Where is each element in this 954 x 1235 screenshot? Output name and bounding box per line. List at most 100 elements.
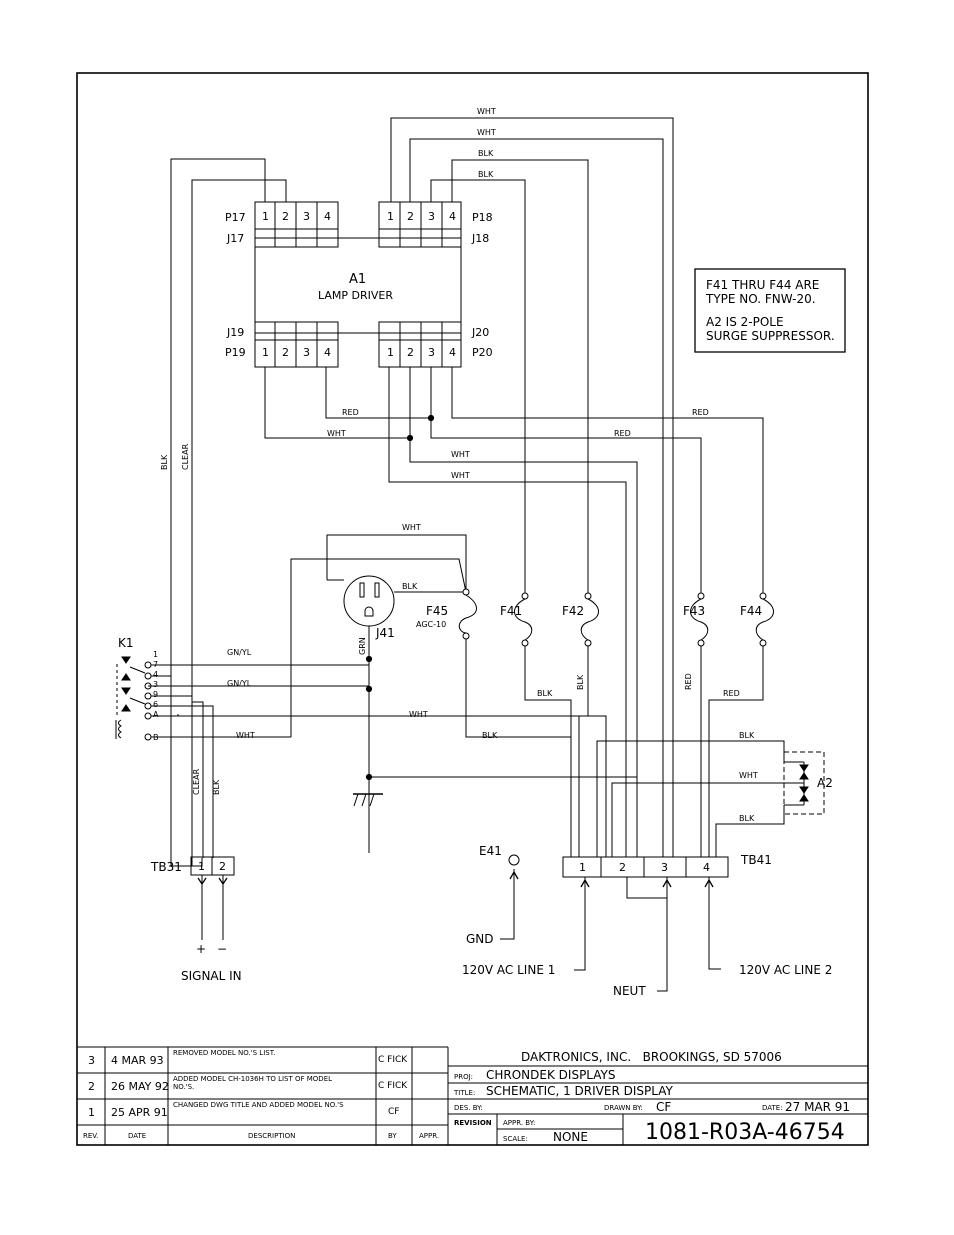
label-f41: F41 <box>500 604 522 618</box>
terminal-numbers: 1 2 1 2 3 4 <box>198 860 710 874</box>
label-p17: P17 <box>225 211 246 224</box>
wire-label: GRN <box>358 637 367 655</box>
surge-suppressor-a2 <box>596 740 825 857</box>
wire-label: WHT <box>327 429 346 438</box>
wire-label: BLK <box>739 731 755 740</box>
ground-terminal-e41 <box>500 854 520 940</box>
wire-label: WHT <box>409 710 428 719</box>
rev-number: 3 <box>88 1054 95 1067</box>
rev-header: APPR. <box>419 1132 439 1140</box>
wire-label: BLK <box>402 582 418 591</box>
label-k1: K1 <box>118 636 134 650</box>
rev-by: C FICK <box>378 1081 408 1091</box>
note-box <box>694 268 846 353</box>
wire-label: WHT <box>451 471 470 480</box>
terminal-block-tb41 <box>562 856 729 992</box>
p19-pin: 3 <box>303 346 310 359</box>
revision-label: REVISION <box>454 1119 492 1127</box>
lamp-driver-a1 <box>254 201 462 368</box>
note-line-1: F41 THRU F44 ARE <box>706 278 819 292</box>
terminal-block-tb31 <box>190 856 235 940</box>
relay-k1 <box>115 656 607 858</box>
rev-description: NO.'S. <box>173 1083 194 1091</box>
wire-label: BLK <box>478 170 494 179</box>
p17-pin: 1 <box>262 210 269 223</box>
rev-date: 4 MAR 93 <box>111 1054 164 1067</box>
wire-label: BLK <box>482 731 498 740</box>
p19-pin: 4 <box>324 346 331 359</box>
wire-label: GN/YL <box>227 679 252 688</box>
drawing-title: SCHEMATIC, 1 DRIVER DISPLAY <box>486 1084 673 1098</box>
drawing-border <box>76 72 869 1146</box>
tb41-pin: 4 <box>703 861 710 874</box>
p20-pin: 4 <box>449 346 456 359</box>
wire-label: WHT <box>451 450 470 459</box>
wire-label: GN/YL <box>227 648 252 657</box>
title-block <box>448 1065 868 1145</box>
revision-table <box>77 1046 449 1145</box>
wire-label: RED <box>684 673 693 690</box>
fuse-f41 <box>514 592 572 857</box>
revision-rows: 3 4 MAR 93 REMOVED MODEL NO.'S LIST. C F… <box>83 1049 439 1140</box>
p19-pin: 2 <box>282 346 289 359</box>
title-label: TITLE: <box>453 1089 475 1097</box>
k1-terminal: B <box>153 733 159 742</box>
line2-label: 120V AC LINE 2 <box>739 963 832 977</box>
rev-header: REV. <box>83 1132 98 1140</box>
wire-label: RED <box>342 408 359 417</box>
gnd-label: GND <box>466 932 494 946</box>
rev-by: C FICK <box>378 1055 408 1065</box>
tb41-pin: 1 <box>579 861 586 874</box>
wire-label: WHT <box>477 128 496 137</box>
ground-symbol <box>353 655 637 807</box>
label-f45: F45 <box>426 604 448 618</box>
note-line-2: TYPE NO. FNW-20. <box>705 292 816 306</box>
k1-terminal-labels: 1 7 4 3 9 6 A B <box>153 650 159 742</box>
p18-pin: 3 <box>428 210 435 223</box>
k1-terminal: 7 <box>153 660 158 669</box>
rev-description: ADDED MODEL CH-1036H TO LIST OF MODEL <box>173 1075 332 1083</box>
label-a2: A2 <box>817 776 833 790</box>
wire-label: BLK <box>537 689 553 698</box>
wire-label: RED <box>723 689 740 698</box>
label-p20: P20 <box>472 346 493 359</box>
wire-wht-j41 <box>326 534 467 592</box>
wire-label: WHT <box>402 523 421 532</box>
p20-pin: 1 <box>387 346 394 359</box>
p18-pin: 2 <box>407 210 414 223</box>
rev-number: 2 <box>88 1080 95 1093</box>
drawing-number: 1081-R03A-46754 <box>645 1120 845 1145</box>
rev-header: DATE <box>128 1132 146 1140</box>
wire-label: BLK <box>478 149 494 158</box>
label-f42: F42 <box>562 604 584 618</box>
rev-description: REMOVED MODEL NO.'S LIST. <box>173 1049 275 1057</box>
wire-label: BLK <box>576 674 585 690</box>
label-j19: J19 <box>226 326 244 339</box>
wire-label: CLEAR <box>181 443 190 470</box>
p18-pin: 1 <box>387 210 394 223</box>
scale-label: SCALE: <box>503 1135 528 1143</box>
k1-terminal: 6 <box>153 700 158 709</box>
note-line-3: A2 IS 2-POLE <box>706 315 784 329</box>
signal-minus: − <box>217 942 227 956</box>
k1-terminal: 3 <box>153 680 158 689</box>
wire-labels: WHT WHT BLK BLK RED RED WHT RED WHT WHT … <box>160 107 758 823</box>
label-j18: J18 <box>471 232 489 245</box>
date-label: DATE: <box>762 1104 783 1112</box>
company-name: DAKTRONICS, INC. BROOKINGS, SD 57006 <box>521 1050 782 1064</box>
tb41-pin: 3 <box>661 861 668 874</box>
title-block-text: DAKTRONICS, INC. BROOKINGS, SD 57006 PRO… <box>453 1050 850 1145</box>
label-j41: J41 <box>375 626 395 640</box>
k1-terminal: A <box>153 710 159 719</box>
k1-terminal: 4 <box>153 670 158 679</box>
wire-label: BLK <box>739 814 755 823</box>
fuse-f42 <box>578 592 599 857</box>
fuse-f44 <box>708 592 774 857</box>
label-p19: P19 <box>225 346 246 359</box>
rev-by: CF <box>388 1107 399 1117</box>
p20-pin: 2 <box>407 346 414 359</box>
wire-label: BLK <box>212 779 221 795</box>
tb41-pin: 2 <box>619 861 626 874</box>
drawn-label: DRAWN BY: <box>604 1104 643 1112</box>
